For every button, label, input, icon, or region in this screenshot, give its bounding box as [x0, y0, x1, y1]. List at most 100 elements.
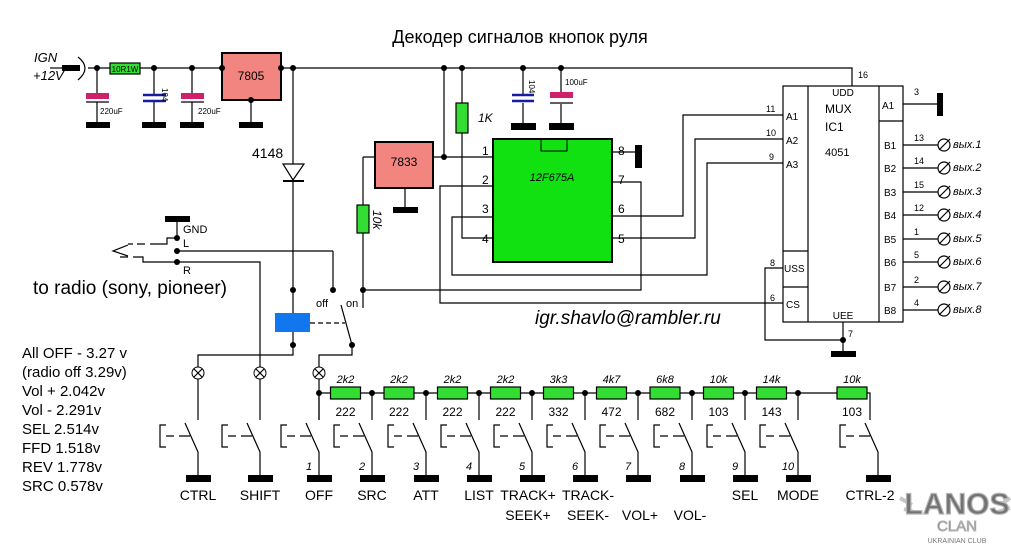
ground-icon — [307, 475, 332, 482]
jack-caption: to radio (sony, pioneer) — [33, 278, 227, 299]
voltage-note: Vol - 2.291v — [22, 402, 102, 419]
output-label: вых.6 — [953, 256, 982, 268]
ground-icon — [86, 122, 110, 128]
pushbutton-contact — [731, 422, 746, 478]
cap1-label: 220uF — [100, 107, 123, 116]
mux-output-label: B7 — [884, 283, 897, 294]
ign-label: IGN — [34, 50, 58, 65]
pushbutton-actuator — [387, 424, 394, 448]
resistor-code: 103 — [708, 405, 728, 419]
relay-on-label: on — [346, 298, 358, 310]
pin-label: 2 — [482, 173, 489, 187]
chip-label: 12F675A — [530, 172, 575, 184]
jack-wires — [133, 222, 333, 420]
ground-icon — [733, 475, 758, 482]
button-label-2: VOL- — [674, 507, 707, 523]
button-ctrl-2[interactable]: CTRL-2 — [839, 422, 895, 503]
node-dot — [441, 65, 447, 71]
ladder-resistor — [836, 386, 868, 400]
ladder-resistor — [702, 386, 735, 400]
resistor-10k-label: 10k — [370, 210, 384, 230]
node-dot — [278, 65, 284, 71]
pin-label: 3 — [482, 202, 489, 216]
node-dot — [248, 97, 254, 103]
button-shift[interactable]: SHIFT — [221, 422, 281, 503]
relay-off-label: off — [316, 298, 329, 310]
ground-icon — [866, 475, 891, 482]
power-input: IGN +12V 10R1W 220uF 104 220uF 7805 — [33, 50, 853, 128]
mux-a3: A3 — [786, 160, 799, 171]
voltage-notes: All OFF - 3.27 v (radio off 3.29v)Vol + … — [22, 345, 128, 495]
ladder-resistor — [542, 386, 575, 400]
resistor-value: 2k2 — [443, 374, 462, 386]
output-label: вых.7 — [953, 281, 982, 293]
mcu-section: 1K 10k 104 100uF 7833 12F675A 1 2 3 4 8 … — [356, 68, 783, 308]
pushbutton-contact — [358, 422, 373, 478]
button-label-2: SEEK+ — [505, 507, 551, 523]
pin-label: 8 — [618, 144, 625, 158]
ground-icon — [937, 93, 943, 116]
node-dot — [360, 287, 366, 293]
button-label: CTRL — [180, 487, 217, 503]
diode-icon — [281, 163, 306, 182]
regulator-7833-label: 7833 — [391, 155, 418, 169]
output-label: вых.2 — [953, 162, 982, 174]
output-label: вых.5 — [953, 233, 982, 245]
resistor-code: 332 — [548, 405, 568, 419]
resistor-value: 2k2 — [389, 374, 408, 386]
node-dot — [689, 390, 695, 396]
node-dot — [635, 390, 641, 396]
output-label: вых.3 — [953, 186, 982, 198]
voltage-label: +12V — [33, 68, 65, 83]
node-dot — [174, 248, 180, 254]
radio-jack: GND L R to radio (sony, pioneer) — [33, 216, 333, 420]
pin-label: 4 — [482, 232, 489, 246]
ground-icon — [467, 475, 492, 482]
mux-output-label: B3 — [884, 188, 897, 199]
node-dot — [290, 287, 296, 293]
resistor-code: 472 — [601, 405, 621, 419]
mux-4051: UDD UEE MUX IC1 4051 16 A1 A2 A3 11 10 9… — [764, 70, 982, 357]
node-dot — [290, 65, 296, 71]
ign-socket — [77, 56, 86, 81]
ladder-resistor — [329, 386, 362, 400]
resistor-code: 222 — [442, 405, 462, 419]
voltage-note: REV 1.778v — [22, 459, 103, 476]
mux-output-label: B1 — [884, 141, 897, 152]
mux-uss: USS — [784, 264, 805, 275]
button-ladder: 2k22222k22222k22222k22223k33324k74726k86… — [159, 366, 895, 523]
node-dot — [174, 259, 180, 265]
button-number: 4 — [466, 461, 472, 473]
pic-12f675a-chip — [492, 138, 613, 263]
pushbutton-contact — [624, 422, 639, 478]
lamp-cross — [193, 368, 203, 378]
resistor-value: 14k — [763, 374, 781, 386]
jack-gnd-label: GND — [183, 224, 208, 236]
cap-104-icon — [512, 93, 534, 103]
mcu-cap-a-label: 104 — [527, 80, 536, 94]
pin-label: 11 — [766, 104, 775, 114]
pushbutton-contact — [784, 422, 799, 478]
button-label-2: SEEK- — [567, 507, 609, 523]
button-ctrl[interactable]: CTRL — [159, 422, 217, 503]
node-dot — [423, 390, 429, 396]
button-label: LIST — [464, 487, 494, 503]
resistor-code: 682 — [655, 405, 675, 419]
resistor-value: 2k2 — [496, 374, 515, 386]
jack-plug-icon — [111, 244, 129, 257]
pin-label: 7 — [618, 173, 625, 187]
pushbutton-actuator — [221, 424, 228, 448]
button-number: 7 — [625, 461, 632, 473]
pushbutton-contact — [305, 422, 320, 478]
node-dot — [316, 390, 322, 396]
